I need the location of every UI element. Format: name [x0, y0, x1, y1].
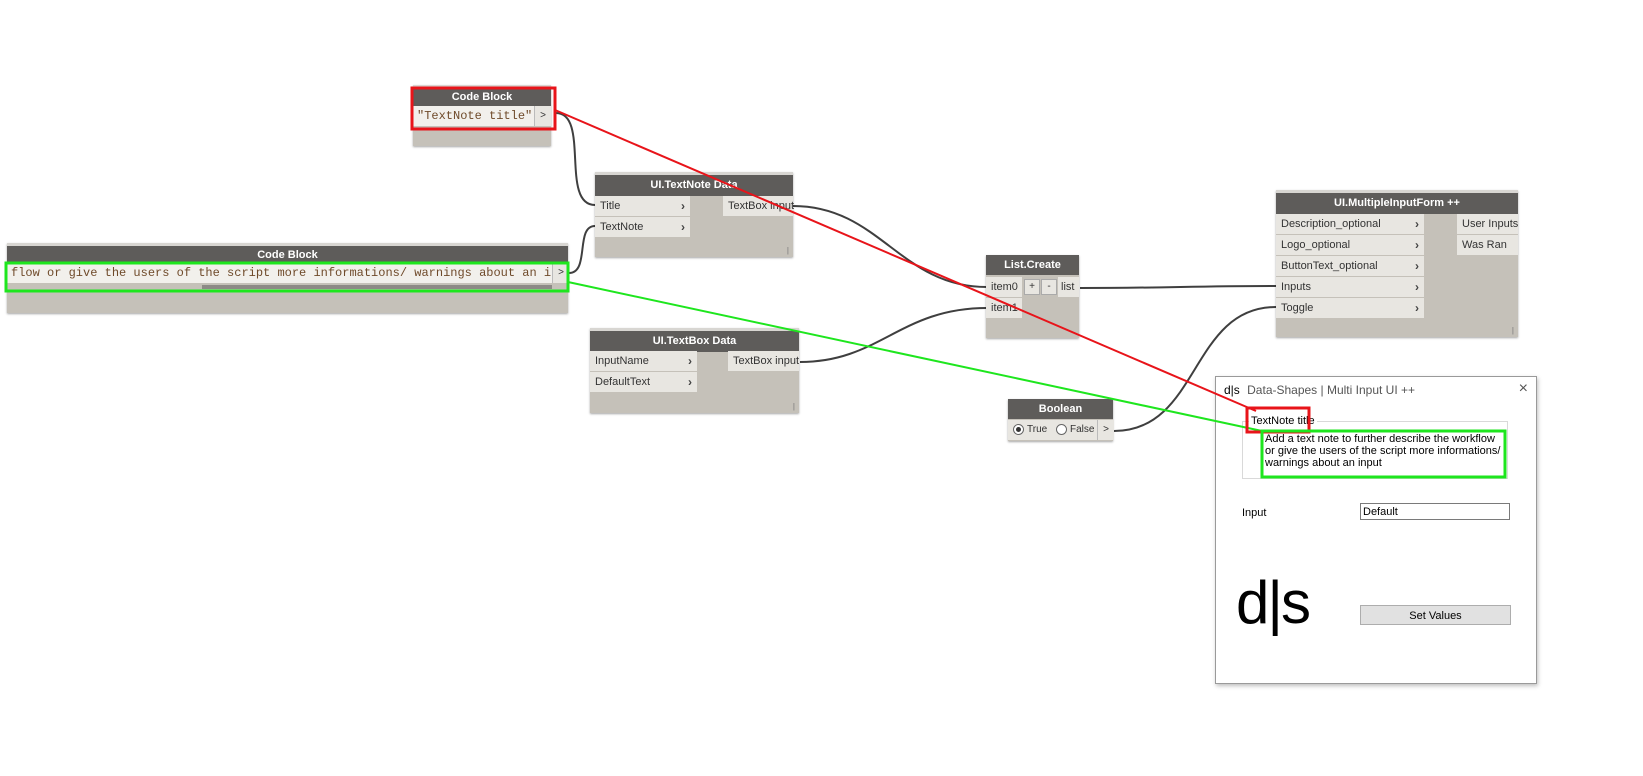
chevron-right-icon: ›: [1415, 238, 1419, 252]
wire-textbox-to-item1: [799, 307, 988, 363]
input-port-inputname[interactable]: InputName ›: [590, 351, 697, 371]
chevron-right-icon: ›: [688, 354, 692, 368]
ui-textnote-data-node[interactable]: UI.TextNote Data Title › TextNote › TextBo…: [595, 172, 794, 257]
resize-mark: |: [786, 246, 789, 255]
remove-input-button[interactable]: -: [1041, 279, 1057, 295]
chevron-right-icon: ›: [1415, 280, 1419, 294]
chevron-right-icon: ›: [681, 220, 685, 234]
port-label: ButtonText_optional: [1281, 260, 1378, 272]
port-label: Logo_optional: [1281, 239, 1351, 251]
node-header: Code Block: [7, 243, 568, 264]
output-port-textbox-input[interactable]: TextBox input: [723, 196, 794, 216]
input-label: Input: [1242, 507, 1267, 519]
input-port-toggle[interactable]: Toggle ›: [1276, 298, 1424, 318]
chevron-right-icon: ›: [1415, 217, 1419, 231]
resize-mark: |: [1511, 326, 1514, 335]
ds-big-logo: d|s: [1236, 569, 1311, 636]
port-label: Inputs: [1281, 281, 1311, 293]
resize-mark: |: [792, 402, 795, 411]
wire-textnote-to-item0: [792, 205, 988, 288]
ui-multipleinputform-node[interactable]: UI.MultipleInputForm ++ Description_opti…: [1276, 190, 1518, 337]
output-port-user-inputs[interactable]: User Inputs: [1457, 214, 1518, 234]
input-port-buttontext[interactable]: ButtonText_optional ›: [1276, 256, 1424, 276]
port-label: TextNote: [600, 221, 644, 233]
port-label: Title: [600, 200, 621, 212]
multi-input-dialog[interactable]: d|s Data-Shapes | Multi Input UI ++ × Te…: [1215, 376, 1537, 684]
wire-title: [555, 112, 596, 206]
input-port-logo[interactable]: Logo_optional ›: [1276, 235, 1424, 255]
node-header: UI.MultipleInputForm ++: [1276, 190, 1518, 214]
list-create-node[interactable]: List.Create item0 + - list item1: [986, 255, 1079, 338]
output-port-list[interactable]: list: [1058, 277, 1079, 297]
chevron-right-icon: ›: [1415, 301, 1419, 315]
node-header: UI.TextBox Data: [590, 328, 799, 352]
port-label: Description_optional: [1281, 218, 1381, 230]
port-label: Toggle: [1281, 302, 1314, 314]
output-port-was-ran[interactable]: Was Ran: [1457, 235, 1518, 255]
input-field[interactable]: Default: [1360, 503, 1510, 520]
chevron-right-icon: ›: [681, 199, 685, 213]
input-port-title[interactable]: Title ›: [595, 196, 690, 216]
dialog-title-bar: d|s Data-Shapes | Multi Input UI ++: [1224, 383, 1415, 397]
boolean-node[interactable]: Boolean True False >: [1008, 399, 1114, 441]
input-port-description[interactable]: Description_optional ›: [1276, 214, 1424, 234]
text-note-body: Add a text note to further describe the …: [1265, 433, 1501, 469]
port-label: InputName: [595, 355, 649, 367]
wire-textnote: [568, 225, 596, 274]
node-header: Code Block: [413, 85, 551, 106]
ds-logo-icon: d|s: [1224, 383, 1240, 397]
wire-list-to-inputs: [1079, 285, 1277, 289]
port-label: DefaultText: [595, 376, 651, 388]
chevron-right-icon: ›: [1415, 259, 1419, 273]
code-input[interactable]: "TextNote title";: [413, 106, 534, 126]
output-port-textbox-input[interactable]: TextBox input: [728, 351, 799, 371]
radio-true-label: True: [1027, 424, 1048, 435]
text-note-title: TextNote title: [1249, 415, 1317, 427]
output-port[interactable]: >: [552, 263, 569, 283]
ui-textbox-data-node[interactable]: UI.TextBox Data InputName› DefaultText› …: [590, 328, 799, 413]
input-port-item1[interactable]: item1: [986, 298, 1022, 318]
dialog-title: Data-Shapes | Multi Input UI ++: [1247, 383, 1416, 397]
output-port[interactable]: >: [1097, 420, 1114, 440]
radio-true-icon[interactable]: [1013, 423, 1024, 435]
code-block-textnote-node[interactable]: Code Block flow or give the users of the…: [7, 243, 569, 313]
add-input-button[interactable]: +: [1024, 279, 1040, 295]
radio-false-label: False: [1069, 424, 1095, 435]
set-values-button[interactable]: Set Values: [1360, 605, 1511, 625]
input-port-textnote[interactable]: TextNote ›: [595, 217, 690, 237]
node-header: UI.TextNote Data: [595, 172, 793, 196]
node-header: Boolean: [1008, 399, 1113, 419]
output-port[interactable]: >: [534, 106, 551, 126]
input-port-defaulttext[interactable]: DefaultText ›: [590, 372, 697, 392]
input-port-item0[interactable]: item0: [986, 277, 1022, 297]
chevron-right-icon: ›: [688, 375, 692, 389]
radio-false-icon[interactable]: [1055, 423, 1067, 435]
close-icon[interactable]: ×: [1518, 380, 1528, 397]
input-port-inputs[interactable]: Inputs ›: [1276, 277, 1424, 297]
horizontal-scrollbar[interactable]: [202, 285, 552, 289]
code-block-title-node[interactable]: Code Block "TextNote title"; >: [413, 85, 551, 146]
boolean-toggle[interactable]: True False: [1008, 420, 1097, 440]
node-header: List.Create: [986, 255, 1079, 275]
code-input[interactable]: flow or give the users of the script mor…: [7, 263, 552, 283]
